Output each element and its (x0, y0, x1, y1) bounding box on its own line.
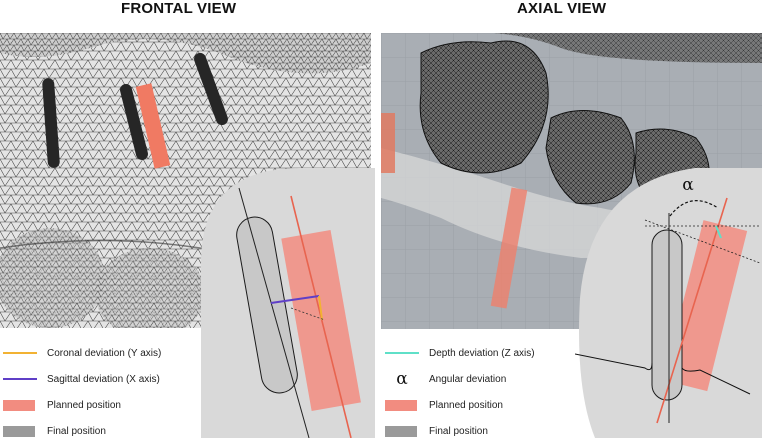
axial-zoom-inset: α (574, 168, 762, 438)
legend-label: Planned position (429, 399, 503, 411)
legend-label: Final position (47, 425, 106, 437)
planned-implant-marker (490, 187, 528, 309)
tooth-crown-mesh (0, 228, 105, 328)
legend-planned-position: Planned position (385, 398, 503, 412)
frontal-zoom-inset (201, 168, 375, 439)
legend-label: Final position (429, 425, 488, 437)
angular-deviation-arc (669, 200, 719, 217)
final-implant (651, 229, 683, 401)
guide-slot (194, 52, 228, 126)
final-axis-line (238, 187, 310, 439)
legend-swatch (3, 378, 37, 380)
legend-final-position: Final position (385, 424, 488, 438)
legend-swatch (3, 425, 35, 437)
legend-swatch (3, 399, 35, 411)
legend-depth-deviation: Depth deviation (Z axis) (385, 346, 535, 360)
frontal-view-title: FRONTAL VIEW (121, 0, 237, 17)
legend-swatch (385, 352, 419, 354)
guide-slot (42, 78, 60, 168)
legend-angular-deviation: α Angular deviation (385, 369, 507, 389)
legend-coronal-deviation: Coronal deviation (Y axis) (3, 346, 161, 360)
planned-implant (663, 220, 748, 392)
legend-label: Planned position (47, 399, 121, 411)
legend-swatch (385, 399, 417, 411)
tooth-crown-mesh (95, 248, 205, 328)
premolar-mesh (545, 110, 635, 205)
legend-planned-position: Planned position (3, 398, 121, 412)
planned-implant-marker (381, 113, 395, 173)
sagittal-deviation-line (270, 295, 320, 304)
legend-label: Depth deviation (Z axis) (429, 347, 535, 359)
legend-sagittal-deviation: Sagittal deviation (X axis) (3, 372, 160, 386)
molar-mesh (419, 40, 549, 174)
legend-label: Coronal deviation (Y axis) (47, 347, 162, 359)
legend-label: Sagittal deviation (X axis) (47, 373, 160, 385)
legend-label: Angular deviation (429, 373, 507, 385)
axial-view-title: AXIAL VIEW (517, 0, 607, 17)
legend-final-position: Final position (3, 424, 106, 438)
legend-swatch (3, 352, 37, 354)
angle-symbol: α (682, 175, 694, 195)
depth-deviation-line (715, 225, 722, 239)
planned-implant-marker (135, 83, 171, 169)
legend-swatch (385, 425, 417, 437)
coronal-deviation-line (318, 295, 323, 321)
guide-slot (120, 83, 148, 161)
alpha-symbol: α (396, 369, 408, 389)
